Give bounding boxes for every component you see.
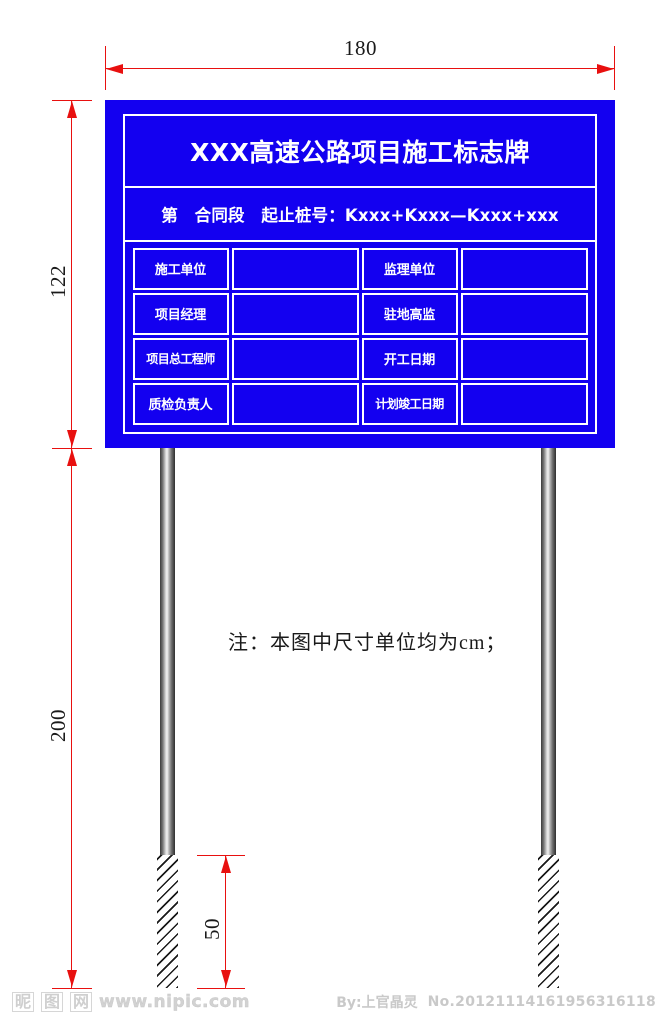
dim-label-post-height: 200: [46, 709, 70, 742]
sign-inner-frame: XXX高速公路项目施工标志牌 第 合同段 起止桩号：Kxxx+Kxxx—Kxxx…: [123, 114, 597, 434]
table-row: 项目总工程师 开工日期: [131, 336, 589, 381]
table-row: 施工单位 监理单位: [131, 246, 589, 291]
dim-line-buried-depth: [225, 855, 226, 988]
table-label-text: 施工单位: [154, 263, 207, 278]
dim-tick-left-200-bottom: [52, 988, 92, 989]
construction-sign-board: XXX高速公路项目施工标志牌 第 合同段 起止桩号：Kxxx+Kxxx—Kxxx…: [105, 100, 615, 448]
table-cell-label: 项目总工程师: [132, 337, 229, 380]
contract-section-text: 第 合同段 起止桩号：Kxxx+Kxxx—Kxxx+xxx: [161, 206, 559, 225]
sign-post-right: [541, 440, 556, 860]
watermark-logo-char-3: 网: [70, 992, 93, 1012]
dim-arrow-200-up: [66, 449, 77, 466]
table-cell-value: [231, 382, 359, 425]
dim-arrow-200-down: [66, 970, 77, 987]
table-cell-label: 施工单位: [132, 247, 229, 290]
dim-arrow-122-up: [66, 101, 77, 118]
table-label-text: 项目总工程师: [146, 352, 215, 366]
watermark-logo-char-1: 昵: [12, 992, 35, 1012]
sign-info-table: 施工单位 监理单位 项目经理: [125, 242, 595, 432]
dim-arrow-width-right: [597, 63, 614, 74]
watermark-credit: By:上官晶灵 No.20121114161956316118: [336, 992, 656, 1012]
watermark-url: www.nipic.com: [99, 992, 250, 1012]
dim-arrow-50-up: [220, 856, 231, 873]
table-cell-value: [460, 247, 588, 290]
table-label-text: 监理单位: [383, 263, 436, 278]
table-cell-label: 驻地高监: [361, 292, 458, 335]
sign-post-right-buried: [538, 855, 559, 988]
dim-tick-50-top: [197, 855, 245, 856]
watermark-logo-char-2: 图: [41, 992, 64, 1012]
table-row: 项目经理 驻地高监: [131, 291, 589, 336]
watermark-id: No.20121114161956316118: [427, 994, 656, 1010]
dim-label-buried-depth: 50: [200, 918, 224, 940]
table-cell-label: 监理单位: [361, 247, 458, 290]
table-label-text: 计划竣工日期: [375, 397, 444, 411]
watermark-site: 昵 图 网 www.nipic.com: [12, 992, 250, 1012]
dim-tick-50-bottom: [197, 988, 245, 989]
table-row: 质检负责人 计划竣工日期: [131, 381, 589, 426]
table-label-text: 项目经理: [154, 308, 207, 323]
dim-tick-left-122-top: [52, 100, 92, 101]
dim-arrow-50-down: [220, 970, 231, 987]
dim-label-width: 180: [344, 36, 377, 60]
sign-title-row: XXX高速公路项目施工标志牌: [125, 116, 595, 188]
dim-tick-left-122-bottom: [52, 448, 92, 449]
watermark-author: By:上官晶灵: [336, 995, 418, 1011]
drawing-note: 注：本图中尺寸单位均为cm；: [228, 632, 507, 654]
table-label-text: 驻地高监: [383, 308, 436, 323]
dim-line-sign-height: [71, 100, 72, 448]
table-cell-value: [231, 292, 359, 335]
dim-line-post-height: [71, 448, 72, 988]
dim-arrow-122-down: [66, 430, 77, 447]
table-cell-label: 计划竣工日期: [361, 382, 458, 425]
table-cell-value: [231, 247, 359, 290]
dim-line-width: [105, 68, 615, 69]
sign-contract-row: 第 合同段 起止桩号：Kxxx+Kxxx—Kxxx+xxx: [125, 188, 595, 242]
sign-post-left: [160, 440, 175, 860]
page-title: XXX高速公路项目施工标志牌: [190, 138, 530, 167]
table-cell-value: [460, 292, 588, 335]
table-label-text: 质检负责人: [148, 398, 213, 413]
sign-post-left-buried: [157, 855, 178, 988]
dim-arrow-width-left: [106, 63, 123, 74]
table-cell-value: [460, 337, 588, 380]
table-cell-label: 质检负责人: [132, 382, 229, 425]
table-cell-value: [460, 382, 588, 425]
table-label-text: 开工日期: [383, 353, 436, 368]
table-cell-label: 开工日期: [361, 337, 458, 380]
table-cell-value: [231, 337, 359, 380]
dim-label-sign-height: 122: [46, 265, 70, 298]
table-cell-label: 项目经理: [132, 292, 229, 335]
